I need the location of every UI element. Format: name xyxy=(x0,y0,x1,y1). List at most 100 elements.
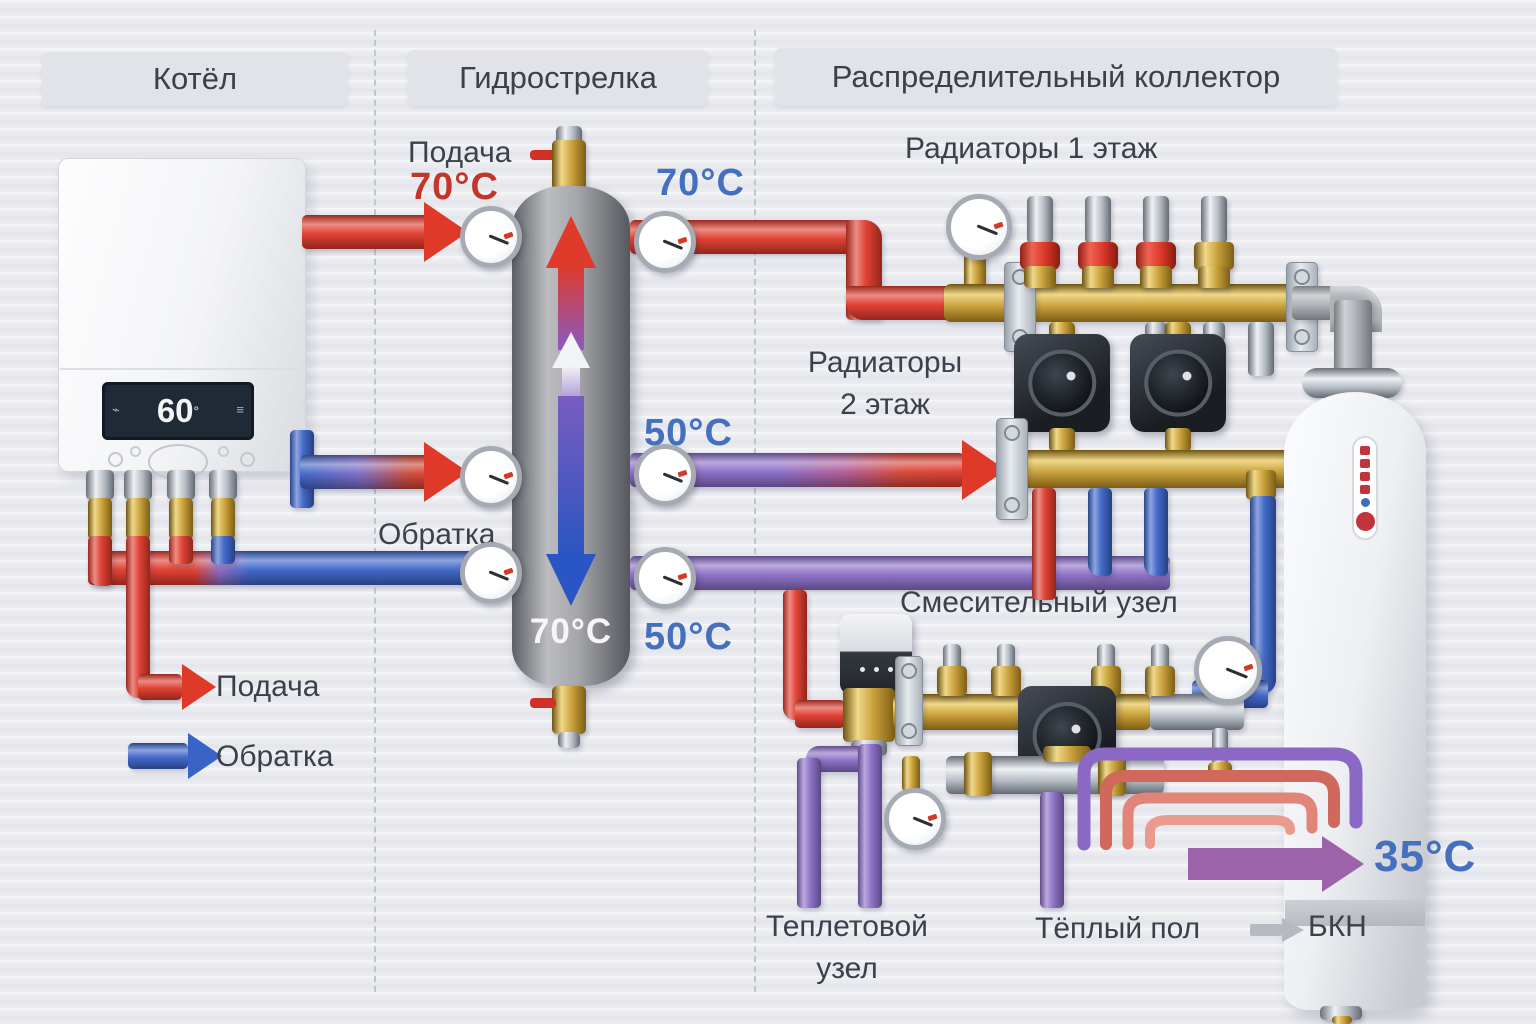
radiators-floor2-line1: Радиаторы xyxy=(807,346,963,379)
manifold2-drop-blue-2 xyxy=(1144,488,1168,576)
manifold2-end-elbow xyxy=(1246,470,1276,500)
actuator-indicator-dots xyxy=(840,667,912,672)
bkn-arrow-shaft xyxy=(1250,924,1282,936)
floor-outlet-arrow xyxy=(1188,836,1364,892)
boiler-display-temp: 60 xyxy=(156,392,194,429)
separator-outlet-temp: 70°C xyxy=(656,162,745,204)
indicator-red-square xyxy=(1360,485,1370,494)
flow-meter xyxy=(1085,196,1111,244)
manifold2-drop-blue-1 xyxy=(1088,488,1112,576)
boiler-connection-nut xyxy=(211,498,235,540)
tank-bottom-fitting xyxy=(1320,1006,1362,1020)
boiler-return-pipe xyxy=(88,551,512,585)
radiators-floor2-line2: 2 этаж xyxy=(840,388,930,421)
collector-end-valve xyxy=(1248,322,1274,376)
legend-supply-arrowhead xyxy=(182,664,216,710)
boiler-panel-line xyxy=(60,368,302,370)
boiler-button-1 xyxy=(108,452,123,467)
boiler-button-3 xyxy=(218,446,229,457)
mixing-valve-stem xyxy=(943,644,961,672)
header-collector-label: Распределительный коллектор xyxy=(831,59,1281,94)
tank-indicator-panel xyxy=(1352,436,1378,540)
floor2-return-temp: 50°C xyxy=(644,616,733,658)
supply-pipe-boiler-to-separator xyxy=(302,215,434,249)
radiators-floor1-label: Радиаторы 1 этаж xyxy=(905,132,1158,165)
header-hydro-label: Гидрострелка xyxy=(459,60,657,95)
valve-body xyxy=(1140,266,1172,288)
mixing-valve-stem xyxy=(1097,644,1115,672)
boiler-connection-fitting xyxy=(124,470,152,500)
indicator-red-square xyxy=(1360,472,1370,481)
thermometer-gauge xyxy=(634,211,696,273)
separator-down-arrow-shaft xyxy=(558,396,584,556)
tank-bottom-valve xyxy=(1332,1016,1352,1024)
pump-bottom-flange xyxy=(1043,746,1091,762)
floor-outlet-temp: 35°C xyxy=(1374,832,1477,881)
tank-lower-band xyxy=(1285,900,1425,926)
boiler-button-2 xyxy=(130,446,141,457)
mixing-valve-top xyxy=(1145,666,1175,696)
mixing-pressure-gauge xyxy=(1194,636,1262,704)
boiler-drop-pipe-2 xyxy=(126,536,150,698)
separator-white-arrow-shaft xyxy=(562,366,580,396)
valve-cap-red xyxy=(1020,242,1060,270)
valve-cap-red xyxy=(1078,242,1118,270)
boiler-connection-nut xyxy=(126,498,150,540)
tank-feed-pipe-vertical xyxy=(1334,300,1372,380)
mixing-valve-stem xyxy=(997,644,1015,672)
boiler-drop-pipe-4 xyxy=(211,536,235,564)
mixing-valve-body xyxy=(843,688,895,742)
bkn-arrow-head xyxy=(1282,918,1304,942)
mixing-valve-top xyxy=(991,666,1021,696)
manifold2-bracket xyxy=(996,418,1028,520)
divider-right xyxy=(754,30,756,992)
header-hydro-separator: Гидрострелка xyxy=(408,50,708,106)
circulation-pump-2 xyxy=(1130,334,1226,432)
manifold1-bar xyxy=(944,284,1296,322)
flow-meter xyxy=(1027,196,1053,244)
indicator-blue-dot xyxy=(1360,498,1370,507)
separator-down-arrow-head xyxy=(546,554,596,606)
drain-valve-body xyxy=(552,686,586,734)
legend-supply-pipe xyxy=(138,674,182,700)
drain-valve-lever xyxy=(530,698,556,708)
indicator-red-square xyxy=(1360,459,1370,468)
indicator-red-square xyxy=(1360,446,1370,455)
mixing-feed-vertical xyxy=(783,590,807,720)
boiler-connection-nut xyxy=(169,498,193,540)
boiler-connection-fitting xyxy=(209,470,237,500)
supply-temp-label: 70°C xyxy=(410,166,499,208)
mid-pipe-boiler-to-separator xyxy=(300,455,434,489)
supply-elbow-horizontal xyxy=(846,286,950,320)
heat-unit-label-line1: Теплетовой xyxy=(766,910,928,943)
bkn-label: БКН xyxy=(1308,910,1367,943)
floor-heating-coil xyxy=(1077,747,1364,892)
air-vent-body xyxy=(552,140,586,190)
flow-meter xyxy=(1201,196,1227,244)
flow-meter xyxy=(1143,196,1169,244)
thermometer-gauge xyxy=(634,547,696,609)
small-gauge-stem xyxy=(902,756,920,792)
valve-body xyxy=(1024,266,1056,288)
boiler-drop-pipe-3 xyxy=(169,536,193,564)
legend-supply-label: Подача xyxy=(216,670,320,703)
header-boiler-label: Котёл xyxy=(152,61,238,96)
divider-left xyxy=(374,30,376,992)
manifold2-drop-red xyxy=(1032,488,1056,600)
pump1-bottom-union xyxy=(1049,428,1075,452)
legend-return-label: Обратка xyxy=(216,740,334,773)
boiler-display-degree: ° xyxy=(193,403,200,419)
warm-floor-label: Тёплый пол xyxy=(1035,912,1201,945)
boiler-connection-nut xyxy=(88,498,112,540)
heat-unit-pipe-2 xyxy=(858,744,882,908)
boiler-connection-fitting xyxy=(167,470,195,500)
floor2-return-pipe xyxy=(630,556,1170,590)
mixing-bracket xyxy=(895,656,923,746)
valve-cap-red xyxy=(1136,242,1176,270)
thermometer-gauge xyxy=(460,206,522,268)
separator-up-arrow-head xyxy=(546,216,596,268)
manifold2-bar xyxy=(1002,450,1292,488)
valve-body xyxy=(1198,266,1230,288)
mixing-valve-stem xyxy=(1151,644,1169,672)
mixing-valve-top xyxy=(937,666,967,696)
